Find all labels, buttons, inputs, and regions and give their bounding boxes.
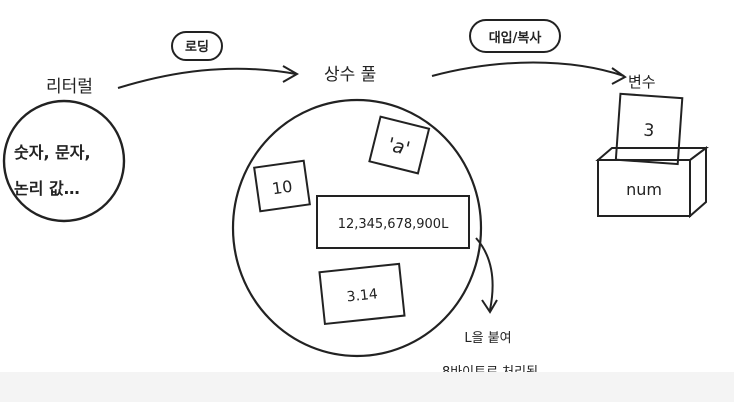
constant-pool-circle <box>231 98 483 358</box>
note-arrow <box>475 237 494 311</box>
num-10-value: 10 <box>271 177 294 199</box>
variable-box: num <box>595 146 709 219</box>
float-value: 3.14 <box>346 286 379 305</box>
note-line1: L을 붙여 <box>464 331 511 346</box>
literal-bubble-line1: 숫자, 문자, <box>14 143 91 162</box>
assign-arrow <box>431 61 625 77</box>
literal-bubble-line2: 논리 값… <box>14 179 80 198</box>
loading-arrowhead <box>282 65 300 83</box>
loading-arrow <box>117 67 297 89</box>
assign-label: 대입/복사 <box>489 30 542 46</box>
variable-label: 변수 <box>628 73 656 91</box>
constant-pool-label: 상수 풀 <box>324 65 376 85</box>
note-arrowhead <box>481 299 498 314</box>
char-a-value: 'a' <box>385 134 412 161</box>
variable-card-value: 3 <box>643 121 655 142</box>
char-a-card: 'a' <box>368 115 431 175</box>
variable-box-label: num <box>626 180 662 199</box>
loading-label: 로딩 <box>185 39 209 55</box>
num-10-card: 10 <box>253 159 311 213</box>
assign-arrowhead <box>611 67 627 85</box>
assign-label-pill <box>469 19 561 53</box>
loading-label-pill <box>171 31 223 61</box>
literal-label: 리터럴 <box>46 77 93 97</box>
float-card: 3.14 <box>318 262 406 326</box>
variable-card: 3 <box>614 92 684 166</box>
bottom-strip <box>0 372 734 402</box>
long-value: 12,345,678,900L <box>338 217 449 232</box>
literal-bubble <box>2 99 126 223</box>
long-value-card <box>316 195 470 249</box>
